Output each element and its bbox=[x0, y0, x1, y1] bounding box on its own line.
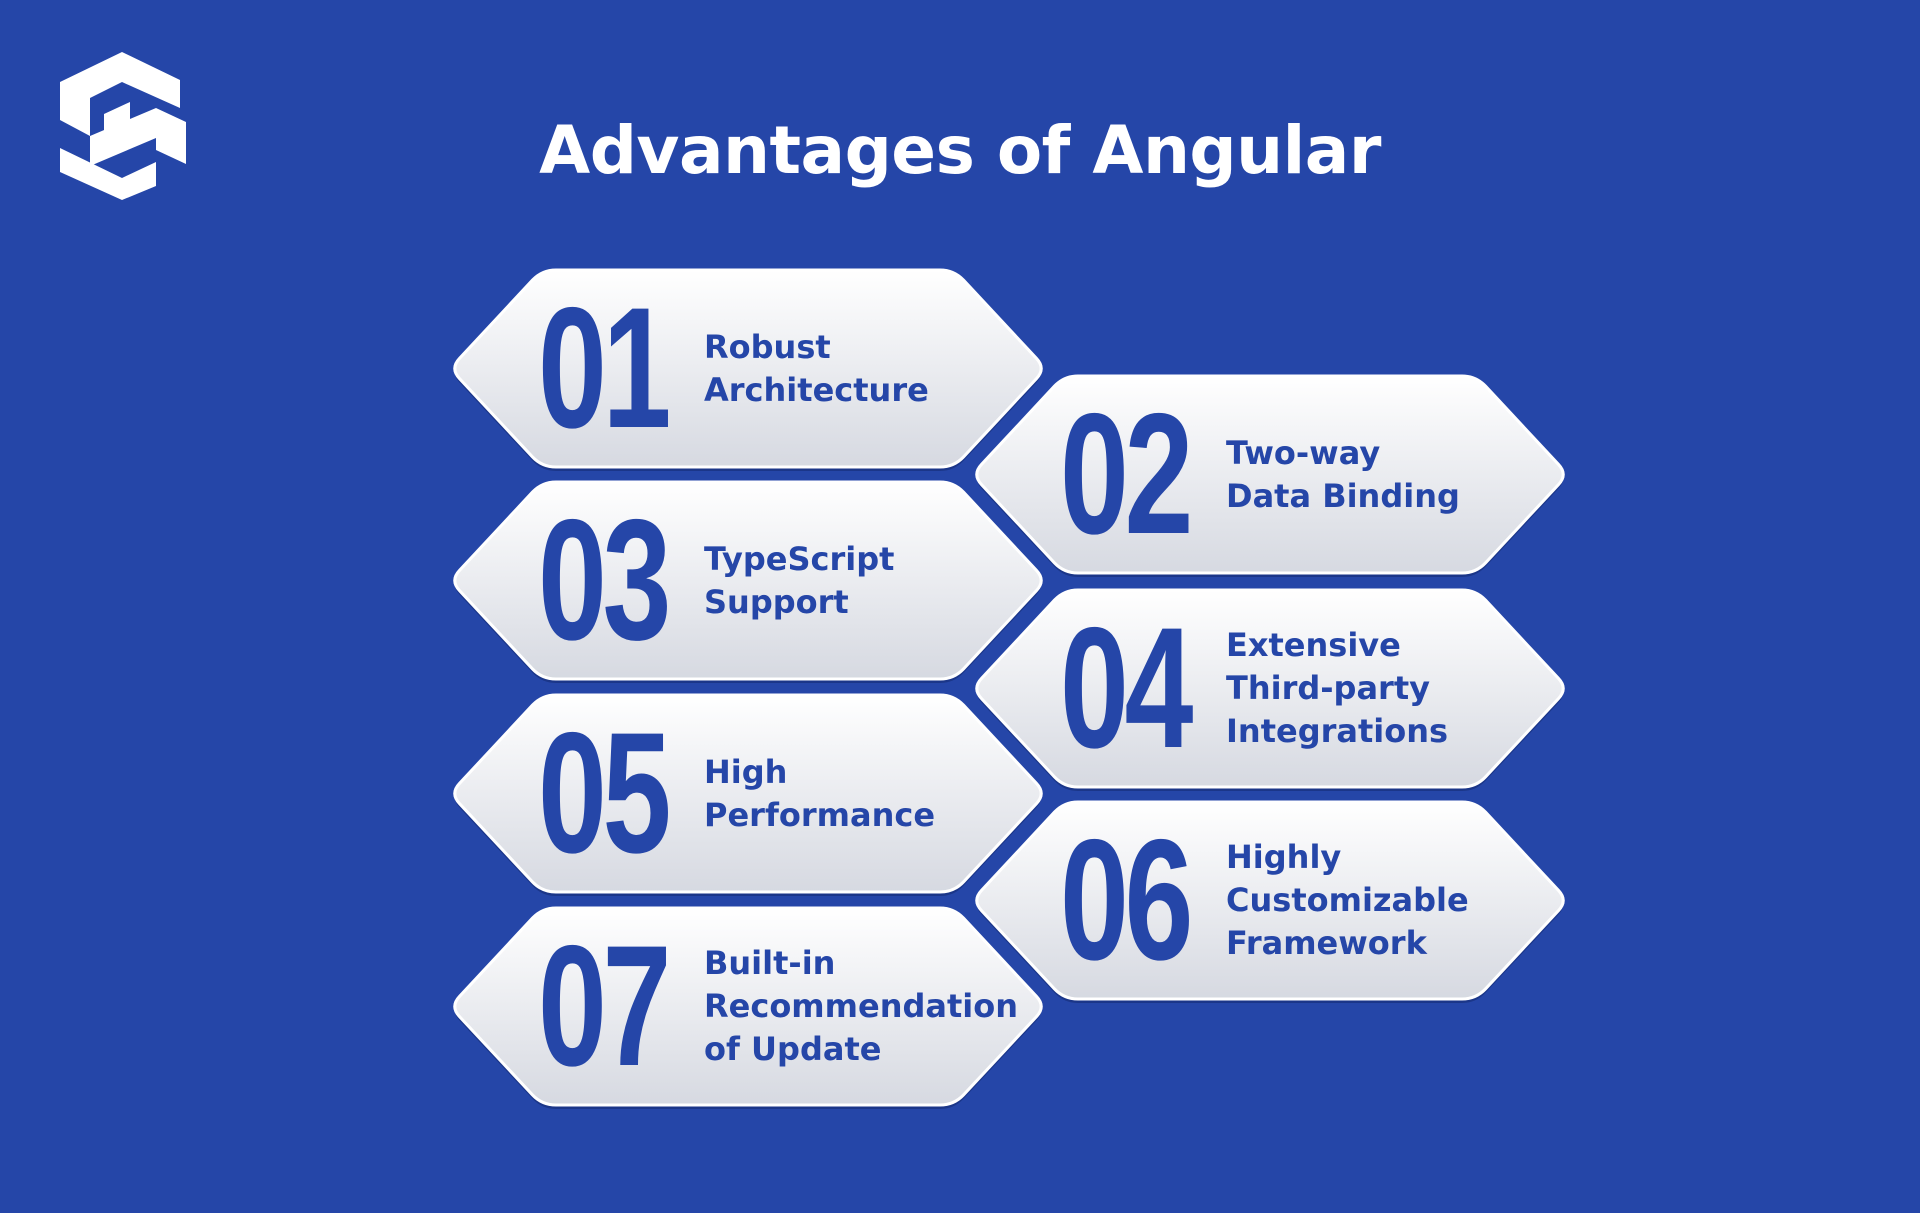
card-number: 04 bbox=[1060, 592, 1193, 784]
card-hexagon-shape bbox=[453, 268, 1043, 471]
card-label: Highly Customizable Framework bbox=[1226, 802, 1526, 999]
advantage-card-03: 03 TypeScript Support bbox=[450, 480, 1046, 683]
advantage-card-06: 06 Highly Customizable Framework bbox=[972, 800, 1568, 1003]
card-number: 03 bbox=[538, 484, 671, 676]
card-label-line: Architecture bbox=[704, 370, 929, 409]
s-logo-icon bbox=[60, 52, 186, 200]
card-label-line: Integrations bbox=[1226, 712, 1449, 750]
card-label-line: of Update bbox=[704, 1030, 882, 1068]
card-number: 05 bbox=[538, 697, 671, 889]
card-hexagon-shape bbox=[453, 906, 1043, 1109]
card-label: High Performance bbox=[704, 695, 1004, 892]
card-label: Extensive Third-party Integrations bbox=[1226, 590, 1526, 787]
page-title: Advantages of Angular bbox=[539, 112, 1381, 189]
card-number: 07 bbox=[538, 910, 671, 1102]
card-label-line: Third-party bbox=[1226, 669, 1430, 707]
card-label: Two-way Data Binding bbox=[1226, 376, 1526, 573]
advantage-card-05: 05 High Performance bbox=[450, 693, 1046, 896]
card-label: TypeScript Support bbox=[704, 482, 1004, 679]
card-hexagon-shape bbox=[453, 480, 1043, 683]
card-label-line: Support bbox=[704, 582, 849, 621]
card-number: 02 bbox=[1060, 378, 1193, 570]
card-label-line: Highly bbox=[1226, 838, 1342, 876]
card-hexagon-shape bbox=[975, 588, 1565, 791]
card-label-line: Two-way bbox=[1226, 433, 1381, 472]
card-hexagon-shape bbox=[975, 800, 1565, 1003]
advantage-card-07: 07 Built-in Recommendation of Update bbox=[450, 906, 1046, 1109]
card-label-line: Performance bbox=[704, 795, 936, 834]
card-label-line: Customizable bbox=[1226, 881, 1469, 919]
advantage-card-02: 02 Two-way Data Binding bbox=[972, 374, 1568, 577]
card-label-line: Robust bbox=[704, 327, 831, 366]
card-label-line: Built-in bbox=[704, 944, 836, 982]
card-label-line: Framework bbox=[1226, 924, 1427, 962]
card-label: Robust Architecture bbox=[704, 270, 1004, 467]
card-label-line: Recommendation bbox=[704, 987, 1018, 1025]
card-number: 01 bbox=[538, 272, 671, 464]
card-label-line: Extensive bbox=[1226, 626, 1401, 664]
card-label-line: High bbox=[704, 752, 788, 791]
advantage-card-04: 04 Extensive Third-party Integrations bbox=[972, 588, 1568, 791]
card-label-line: Data Binding bbox=[1226, 476, 1460, 515]
card-hexagon-shape bbox=[975, 374, 1565, 577]
card-hexagon-shape bbox=[453, 693, 1043, 896]
advantage-card-01: 01 Robust Architecture bbox=[450, 268, 1046, 471]
card-number: 06 bbox=[1060, 804, 1193, 996]
card-label: Built-in Recommendation of Update bbox=[704, 908, 1018, 1105]
card-label-line: TypeScript bbox=[704, 539, 895, 578]
